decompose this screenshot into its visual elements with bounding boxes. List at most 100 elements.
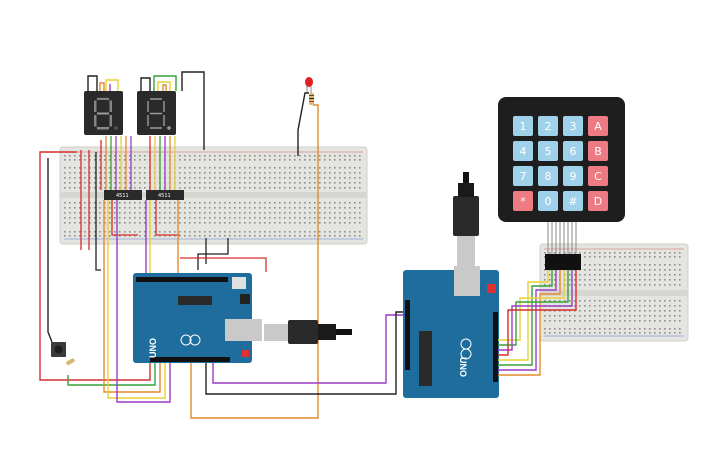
breadboard-hole	[124, 159, 126, 161]
breadboard-hole	[109, 222, 111, 224]
breadboard-hole	[589, 305, 591, 307]
breadboard-hole	[329, 217, 331, 219]
breadboard-hole	[279, 235, 281, 237]
breadboard-hole	[554, 310, 556, 312]
breadboard-hole	[209, 231, 211, 233]
breadboard-hole	[659, 320, 661, 322]
breadboard-hole	[184, 172, 186, 174]
breadboard-hole	[199, 177, 201, 179]
breadboard-hole	[99, 217, 101, 219]
ic-chip-right[interactable]: 4511	[146, 190, 184, 200]
breadboard-hole	[304, 212, 306, 214]
breadboard-hole	[144, 187, 146, 189]
breadboard-hole	[109, 155, 111, 157]
breadboard-hole	[224, 231, 226, 233]
resistor-icon[interactable]	[309, 93, 314, 105]
seven-segment-display-left[interactable]	[84, 91, 123, 135]
breadboard-hole	[179, 235, 181, 237]
keypad-key-label: B	[594, 145, 602, 158]
keypad-key-3[interactable]	[563, 116, 583, 136]
breadboard-hole	[159, 222, 161, 224]
breadboard-hole	[644, 310, 646, 312]
keypad-key-D[interactable]	[588, 191, 608, 211]
breadboard-hole	[189, 217, 191, 219]
keypad-key-A[interactable]	[588, 116, 608, 136]
seven-segment-display-right[interactable]	[137, 91, 176, 135]
keypad-key-7[interactable]	[513, 166, 533, 186]
breadboard-hole	[284, 217, 286, 219]
breadboard-hole	[189, 212, 191, 214]
breadboard-hole	[89, 217, 91, 219]
breadboard-hole	[344, 182, 346, 184]
breadboard-hole	[359, 217, 361, 219]
keypad-key-label: 0	[545, 195, 552, 208]
breadboard-hole	[199, 231, 201, 233]
breadboard-hole	[154, 202, 156, 204]
usb-cable-icon[interactable]	[264, 320, 352, 344]
breadboard-hole	[674, 320, 676, 322]
breadboard-hole	[674, 332, 676, 334]
breadboard-hole	[269, 187, 271, 189]
breadboard-hole	[649, 256, 651, 258]
arduino-uno-right[interactable]: UNO	[403, 266, 499, 398]
keypad-key-*[interactable]	[513, 191, 533, 211]
breadboard-hole	[179, 167, 181, 169]
breadboard-hole	[319, 182, 321, 184]
breadboard-hole	[64, 155, 66, 157]
keypad-key-0[interactable]	[538, 191, 558, 211]
breadboard-left[interactable]	[59, 146, 368, 245]
breadboard-hole	[114, 182, 116, 184]
breadboard-hole	[329, 159, 331, 161]
breadboard-hole	[334, 212, 336, 214]
breadboard-hole	[169, 212, 171, 214]
breadboard-hole	[319, 155, 321, 157]
keypad-key-4[interactable]	[513, 141, 533, 161]
breadboard-hole	[544, 328, 546, 330]
keypad-key-5[interactable]	[538, 141, 558, 161]
keypad-key-8[interactable]	[538, 166, 558, 186]
breadboard-hole	[94, 207, 96, 209]
breadboard-hole	[304, 159, 306, 161]
breadboard-hole	[139, 202, 141, 204]
breadboard-hole	[589, 300, 591, 302]
breadboard-hole	[274, 217, 276, 219]
breadboard-hole	[654, 274, 656, 276]
breadboard-hole	[124, 202, 126, 204]
breadboard-hole	[199, 159, 201, 161]
keypad-key-C[interactable]	[588, 166, 608, 186]
breadboard-hole	[84, 222, 86, 224]
breadboard-hole	[269, 182, 271, 184]
breadboard-hole	[144, 212, 146, 214]
keypad-key-2[interactable]	[538, 116, 558, 136]
usb-cable-right-icon[interactable]	[453, 172, 479, 266]
keypad-key-9[interactable]	[563, 166, 583, 186]
breadboard-hole	[319, 207, 321, 209]
breadboard-hole	[89, 207, 91, 209]
breadboard-hole	[624, 328, 626, 330]
breadboard-hole	[254, 217, 256, 219]
ic-chip-left[interactable]: 4511	[104, 190, 142, 200]
breadboard-hole	[229, 222, 231, 224]
breadboard-hole	[164, 235, 166, 237]
breadboard-hole	[569, 279, 571, 281]
keypad-key-B[interactable]	[588, 141, 608, 161]
breadboard-hole	[119, 217, 121, 219]
breadboard-hole	[359, 202, 361, 204]
breadboard-hole	[339, 222, 341, 224]
breadboard-hole	[649, 320, 651, 322]
arduino-uno-left[interactable]: UNO	[133, 273, 262, 363]
breadboard-hole	[134, 159, 136, 161]
breadboard-hole	[309, 202, 311, 204]
keypad-key-1[interactable]	[513, 116, 533, 136]
led-icon[interactable]	[305, 77, 313, 93]
keypad-key-#[interactable]	[563, 191, 583, 211]
keypad-key-6[interactable]	[563, 141, 583, 161]
pushbutton-icon[interactable]	[51, 342, 75, 366]
breadboard-hole	[139, 235, 141, 237]
breadboard-hole	[104, 172, 106, 174]
breadboard-hole	[349, 155, 351, 157]
breadboard-hole	[274, 155, 276, 157]
breadboard-hole	[654, 310, 656, 312]
